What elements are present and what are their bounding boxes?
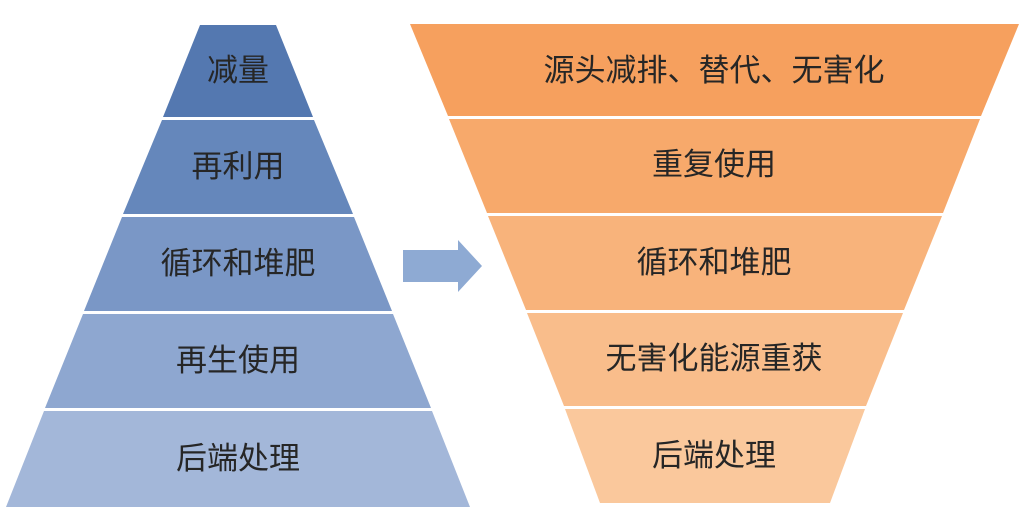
- left-tier-5-label: 后端处理: [176, 441, 300, 477]
- right-tier-2-shape: [449, 119, 980, 213]
- left-tier-1-shape: [163, 25, 313, 117]
- left-tier-3-label: 循环和堆肥: [161, 246, 316, 282]
- left-tier-5-shape: [6, 411, 470, 507]
- left-tier-4-shape: [45, 314, 431, 408]
- left-tier-1-label: 减量: [207, 53, 269, 89]
- right-tier-1-shape: [410, 24, 1019, 116]
- right-arrow-icon: [403, 240, 482, 292]
- left-tier-4-label: 再生使用: [176, 343, 300, 379]
- right-tier-4-label: 无害化能源重获: [606, 341, 823, 377]
- right-tier-1-label: 源头减排、替代、无害化: [544, 53, 885, 89]
- right-tier-5-shape: [565, 409, 865, 503]
- left-tier-3-shape: [84, 217, 392, 311]
- left-tier-2-label: 再利用: [192, 149, 285, 185]
- left-tier-2-shape: [123, 120, 353, 214]
- left-pyramid: 减量 再利用 循环和堆肥 再生使用 后端处理: [6, 25, 470, 507]
- right-tier-3-shape: [488, 216, 942, 310]
- right-tier-5-label: 后端处理: [652, 438, 776, 474]
- right-tier-2-label: 重复使用: [652, 147, 776, 183]
- right-tier-3-label: 循环和堆肥: [637, 245, 792, 281]
- right-tier-4-shape: [527, 313, 903, 406]
- right-funnel: 源头减排、替代、无害化 重复使用 循环和堆肥 无害化能源重获 后端处理: [410, 24, 1019, 503]
